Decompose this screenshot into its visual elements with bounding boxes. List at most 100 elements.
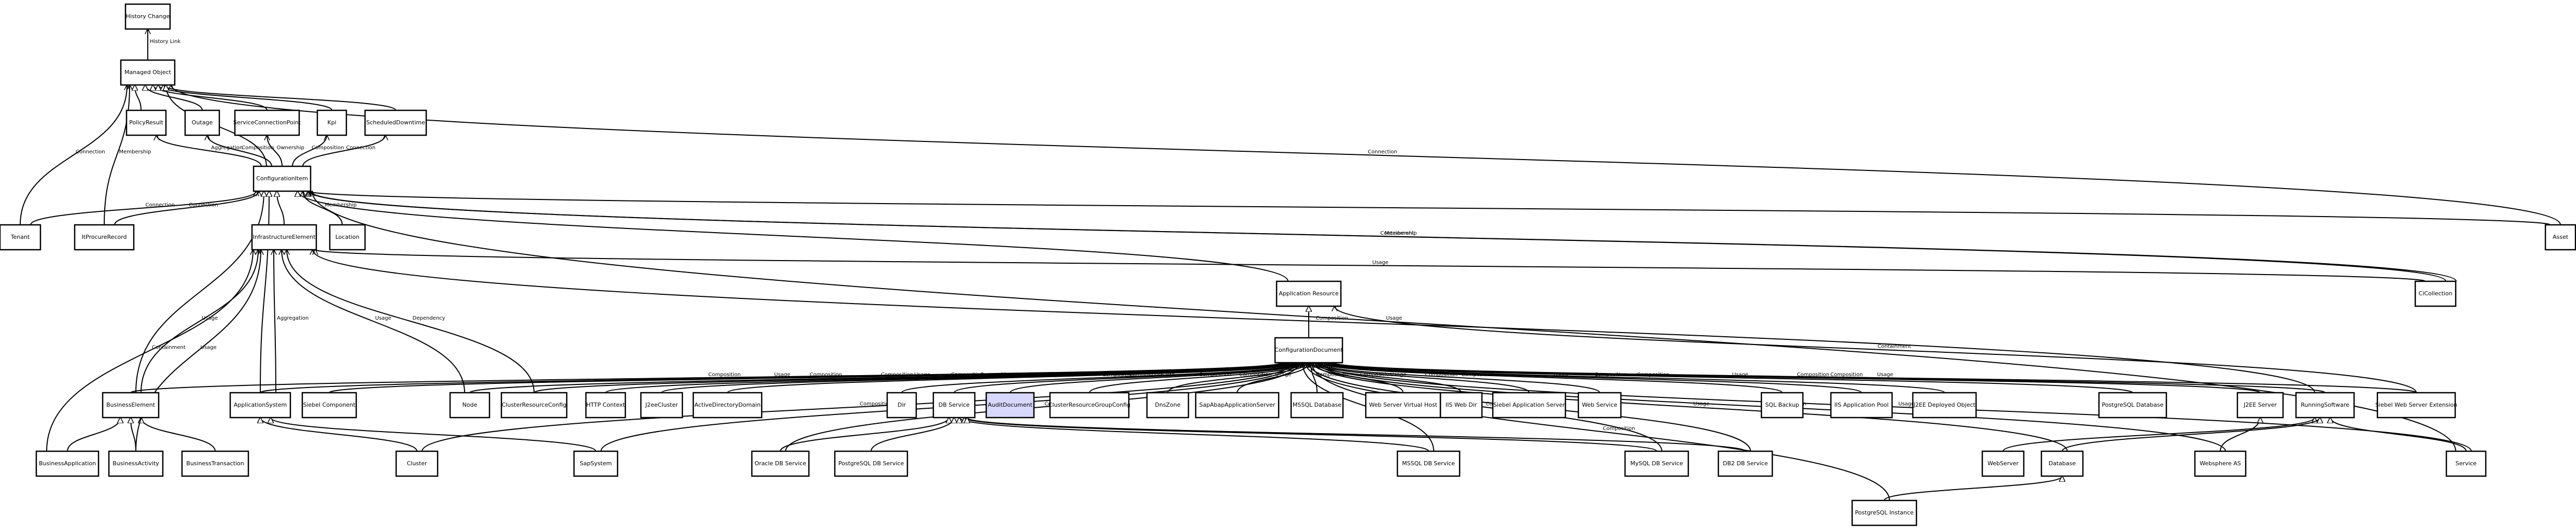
node-iis-web-dir[interactable]: IIS Web Dir [1439,392,1483,419]
node-business-activity[interactable]: BusinessActivity [108,450,164,477]
node-label: Service [2456,460,2477,467]
node-siebel-component[interactable]: Siebel Component [301,392,357,419]
node-asset[interactable]: Asset [2544,224,2576,251]
node-db2-db-service[interactable]: DB2 DB Service [1717,450,1773,477]
node-oracle-db-service[interactable]: Oracle DB Service [751,450,810,477]
node-label: ClusterResourceConfig [502,402,567,408]
edge-line [967,418,1746,452]
node-cluster[interactable]: Cluster [395,450,439,477]
edge-label: Usage [1554,372,1570,378]
node-business-application[interactable]: BusinessApplication [35,450,100,477]
node-infrastructure-element[interactable]: InfrastructureElement [251,224,317,251]
generalization-edge [135,191,264,393]
edge-line [67,418,120,452]
node-web-service[interactable]: Web Service [1577,392,1622,419]
node-node[interactable]: Node [449,392,491,419]
node-box [229,392,291,419]
node-mysql-db-service[interactable]: MySQL DB Service [1624,450,1689,477]
association-edge [282,250,465,393]
generalization-edge [271,418,596,452]
node-managed-object[interactable]: Managed Object [120,59,176,86]
node-postgresql-instance[interactable]: PostgreSQL Instance [1851,499,1917,526]
node-database[interactable]: Database [2040,450,2084,477]
edge-label: Composition [881,372,913,378]
node-siebel-web-server-extension[interactable]: Siebel Web Server Extension [2375,392,2457,419]
node-cluster-resource-config[interactable]: ClusterResourceConfig [500,392,568,419]
node-location[interactable]: Location [329,224,366,251]
edge-label: Dependency [413,316,445,321]
edge-line [298,191,1289,282]
node-sap-abap-application-server[interactable]: SapAbapApplicationServer [1195,392,1280,419]
edge-line [207,135,272,167]
node-application-system[interactable]: ApplicationSystem [229,392,291,419]
node-it-procure-record[interactable]: ItProcureRecord [74,224,135,251]
node-db-service[interactable]: DB Service [932,392,976,419]
edge-label: Composition [1316,372,1348,378]
node-box [35,450,100,477]
node-service-connection-point[interactable]: ServiceConnectionPoint [233,109,301,136]
node-j2ee-server[interactable]: J2EE Server [2236,392,2284,419]
node-tenant[interactable]: Tenant [0,224,41,251]
node-label: DB Service [939,402,970,408]
node-dns-zone[interactable]: DnsZone [1146,392,1189,419]
node-business-element[interactable]: BusinessElement [102,392,160,419]
edge-line [46,250,253,452]
node-label: Tenant [10,234,30,240]
node-service[interactable]: Service [2445,450,2487,477]
node-box [1981,450,2025,477]
node-ci-collection[interactable]: CiCollection [2414,280,2457,307]
node-configuration-document[interactable]: ConfigurationDocument [1274,337,1343,364]
node-box [1624,450,1689,477]
node-box [1717,450,1773,477]
node-label: AuditDocument [988,402,1033,408]
edge-line [135,191,264,393]
node-history-change[interactable]: History Change [124,3,171,30]
edge-line [287,250,535,393]
node-ie-application-pool[interactable]: IIS Application Pool [1830,392,1893,419]
node-application-resource[interactable]: Application Resource [1276,280,1342,307]
node-configuration-item[interactable]: ConfigurationItem [253,165,312,192]
association-edge [104,85,130,225]
node-web-server-virtual-host[interactable]: Web Server Virtual Host [1365,392,1441,419]
node-sql-backup[interactable]: SQL Backup [1760,392,1804,419]
node-running-software[interactable]: RunningSoftware [2295,392,2355,419]
association-edge [1321,363,2472,452]
generalization-edge [145,85,203,111]
node-mssql-db-service[interactable]: MSSQL DB Service [1396,450,1461,477]
node-sap-system[interactable]: SapSystem [573,450,619,477]
edge-line [727,363,1296,393]
node-siebel-application-server[interactable]: Siebel Application Server [1492,392,1566,419]
node-label: DB2 DB Service [1723,460,1768,467]
node-j2ee-deployed-object[interactable]: J2EE Deployed Object [1912,392,1977,419]
node-cluster-resource-group-config[interactable]: ClusterResourceGroupConfig [1048,392,1130,419]
generalization-edge [871,418,954,452]
node-active-directory-domain[interactable]: ActiveDirectoryDomain [692,392,763,419]
node-scheduled-downtime[interactable]: ScheduledDowntime [364,109,427,136]
edge-label: Usage [375,316,391,321]
node-audit-document[interactable]: AuditDocument [985,392,1035,419]
node-outage[interactable]: Outage [184,109,220,136]
association-edge [114,191,259,225]
node-label: BusinessElement [106,402,156,408]
node-dir[interactable]: Dir [886,392,917,419]
edge-line [315,250,2426,282]
node-j2ee-cluster[interactable]: J2eeCluster [640,392,683,419]
node-mssql-database[interactable]: MSSQL Database [1290,392,1344,419]
node-postgresql-database[interactable]: PostgreSQL Database [2098,392,2167,419]
node-http-context[interactable]: HTTP Context [585,392,626,419]
node-websphere-as[interactable]: Websphere AS [2194,450,2247,477]
edges-layer [20,29,2561,501]
node-web-server[interactable]: WebServer [1981,450,2025,477]
edge-line [901,363,1298,393]
node-business-transaction[interactable]: BusinessTransaction [181,450,249,477]
edge-line [267,135,283,167]
node-box [2376,392,2456,419]
edge-line [292,135,327,167]
node-label: Siebel Component [303,402,356,408]
node-postgresql-db-service[interactable]: PostgreSQL DB Service [834,450,908,477]
node-policy-result[interactable]: PolicyResult [125,109,167,136]
node-box [0,224,41,251]
association-edge [1010,363,1303,393]
node-kpi[interactable]: Kpi [316,109,347,136]
